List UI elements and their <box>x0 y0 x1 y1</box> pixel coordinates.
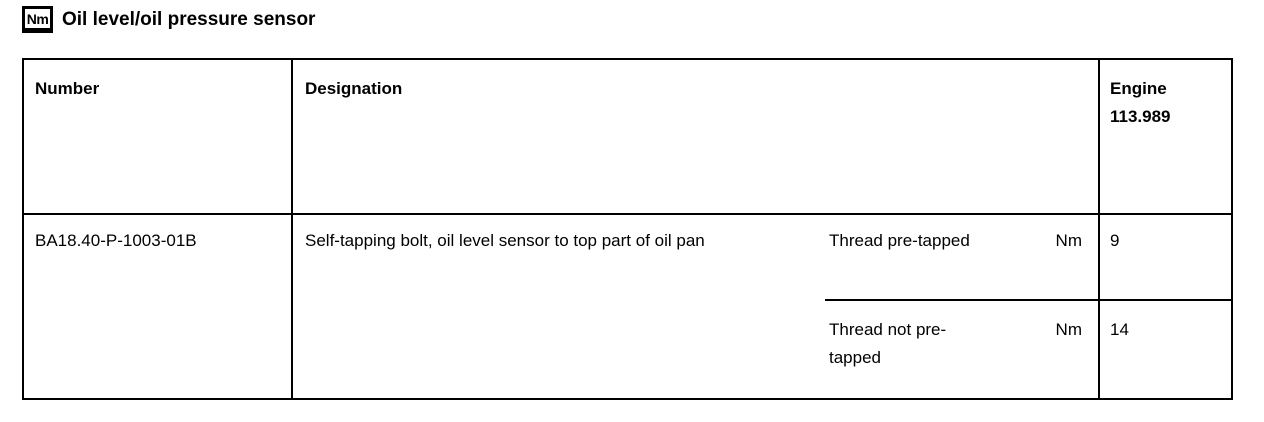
torque-value-row2: 14 <box>1110 320 1129 339</box>
column-header-designation: Designation <box>305 79 403 98</box>
header-row-divider <box>24 213 1231 215</box>
column-divider-number-designation <box>291 60 293 398</box>
unit-label-nm-row2: Nm <box>1055 320 1082 339</box>
column-divider-designation-engine <box>1098 60 1100 398</box>
page-title: Oil level/oil pressure sensor <box>62 8 316 30</box>
unit-label-nm-row1: Nm <box>1055 231 1082 250</box>
title-row: Nm Oil level/oil pressure sensor <box>22 6 315 33</box>
part-number-cell: BA18.40-P-1003-01B <box>35 231 197 250</box>
designation-cell: Self-tapping bolt, oil level sensor to t… <box>305 231 705 250</box>
nm-torque-icon: Nm <box>22 6 53 33</box>
condition-row-divider <box>825 299 1231 301</box>
condition-label-thread-pre-tapped: Thread pre-tapped <box>829 231 970 250</box>
torque-spec-table: Number Designation Engine 113.989 BA18.4… <box>22 58 1233 400</box>
column-header-number: Number <box>35 79 100 98</box>
torque-value-row1: 9 <box>1110 231 1120 250</box>
column-header-engine: Engine 113.989 <box>1110 79 1171 126</box>
condition-label-thread-not-pre-tapped: Thread not pre- tapped <box>829 320 947 367</box>
